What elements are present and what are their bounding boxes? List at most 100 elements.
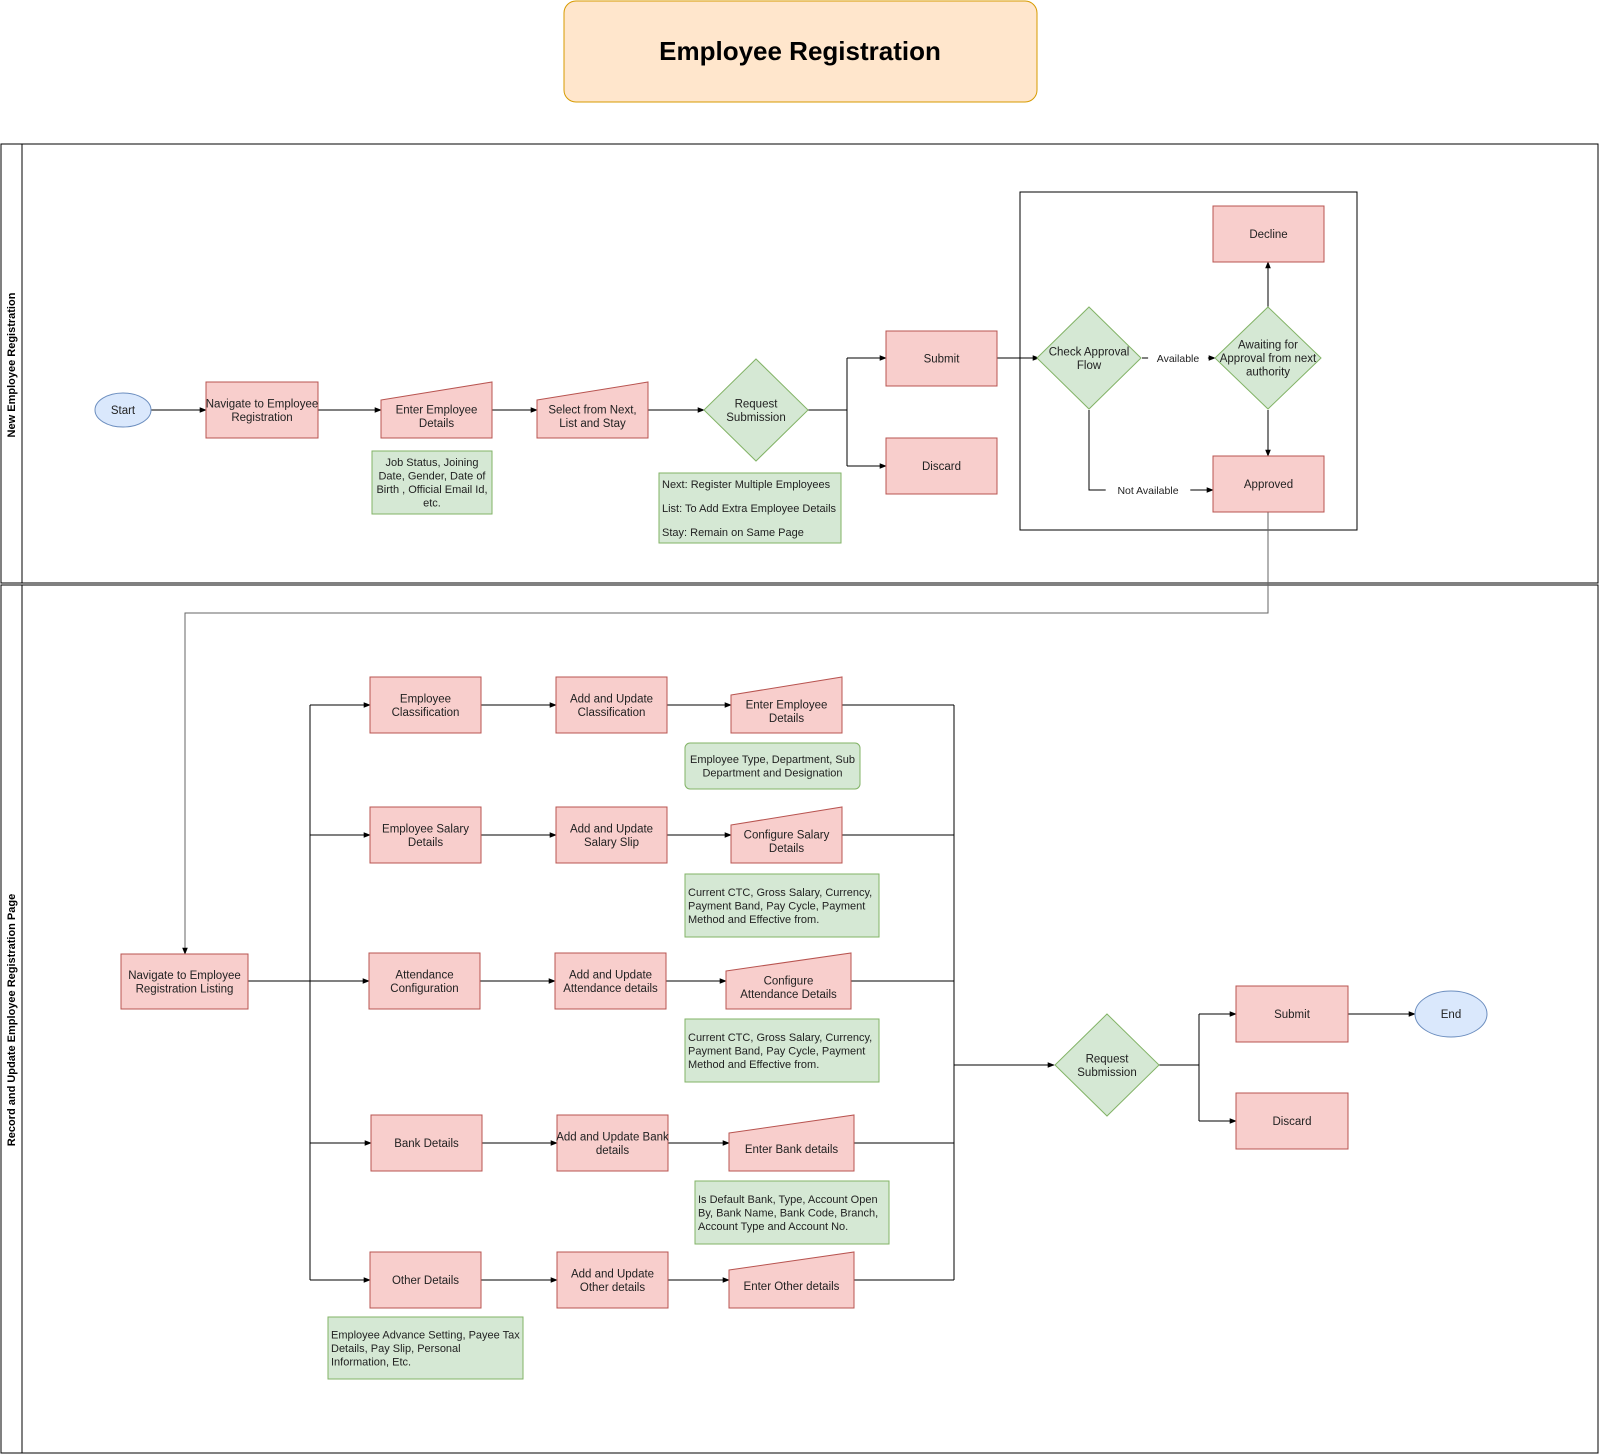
shape-label: Check Approval xyxy=(1049,346,1130,358)
shape-label: Employee Salary xyxy=(382,823,469,835)
shape-label: Flow xyxy=(1077,360,1102,372)
shape-label: Submit xyxy=(924,354,961,366)
shape-label: authority xyxy=(1246,367,1290,379)
lane-label: Record and Update Employee Registration … xyxy=(6,894,18,1146)
shape-label: Current CTC, Gross Salary, Currency, xyxy=(688,887,872,899)
shape-label: Approved xyxy=(1244,479,1293,491)
shape-label: Details xyxy=(769,843,804,855)
shape-label: Birth , Official Email Id, xyxy=(376,484,487,496)
shape-label: Current CTC, Gross Salary, Currency, xyxy=(688,1032,872,1044)
shape-label: List: To Add Extra Employee Details xyxy=(662,503,837,515)
shape-label: Information, Etc. xyxy=(331,1356,411,1368)
shape-label: Account Type and Account No. xyxy=(698,1221,848,1233)
approved-to-listing-connector xyxy=(182,512,1269,955)
shape-label: Payment Band, Pay Cycle, Payment xyxy=(688,900,865,912)
shape-label: Discard xyxy=(1273,1116,1312,1128)
shape-label: Submission xyxy=(726,412,785,424)
shape-label: Is Default Bank, Type, Account Open xyxy=(698,1194,878,1206)
shape-label: Details, Pay Slip, Personal xyxy=(331,1343,461,1355)
shape-label: End xyxy=(1441,1009,1461,1021)
shape-label: Job Status, Joining xyxy=(386,457,479,469)
shape-label: Enter Other details xyxy=(744,1281,840,1293)
classification-details-note: Employee Type, Department, SubDepartment… xyxy=(684,742,861,790)
attendance-details-note: Current CTC, Gross Salary, Currency,Paym… xyxy=(684,1018,880,1083)
shape-label: Method and Effective from. xyxy=(688,1059,819,1071)
section-bank-step: Bank Details xyxy=(370,1114,483,1172)
shape-label: Other details xyxy=(580,1282,645,1294)
decline-step: Decline xyxy=(1212,205,1325,263)
available-label: Available xyxy=(1148,351,1208,365)
shape-label: Approval from next xyxy=(1220,353,1317,365)
discard-step: Discard xyxy=(885,437,998,495)
shape-label: Navigate to Employee xyxy=(206,398,319,410)
shape-label: Awaiting for xyxy=(1238,340,1298,352)
shape-label: Configure Salary xyxy=(744,829,830,841)
shape-label: Enter Employee xyxy=(396,404,478,416)
shape-label: Request xyxy=(1086,1053,1130,1065)
shape-label: Configuration xyxy=(390,983,458,995)
connectors xyxy=(151,261,1416,1283)
shape-label: Attendance Details xyxy=(740,989,837,1001)
shape-label: Department and Designation xyxy=(702,768,842,780)
shape-label: Employee xyxy=(400,693,451,705)
shape-label: Classification xyxy=(392,707,460,719)
shape-label: Details xyxy=(408,837,443,849)
shape-label: Submission xyxy=(1077,1067,1136,1079)
shape-label: Classification xyxy=(578,707,646,719)
shape-label: Employee Advance Setting, Payee Tax xyxy=(331,1329,520,1341)
shape-label: Bank Details xyxy=(394,1138,459,1150)
shape-label: Add and Update xyxy=(570,823,653,835)
shape-label: Payment Band, Pay Cycle, Payment xyxy=(688,1045,865,1057)
shape-label: Configure xyxy=(764,975,814,987)
shape-label: Next: Register Multiple Employees xyxy=(662,479,831,491)
shape-label: Add and Update xyxy=(571,1268,654,1280)
lane-record-update: Record and Update Employee Registration … xyxy=(0,584,1599,1454)
shape-label: details xyxy=(596,1145,629,1157)
other-details-note: Employee Advance Setting, Payee TaxDetai… xyxy=(327,1316,524,1380)
lane-label: New Employee Registration xyxy=(6,292,18,437)
shape-label: Other Details xyxy=(392,1275,459,1287)
start-terminal: Start xyxy=(94,392,152,428)
shape-label: Registration xyxy=(231,412,292,424)
shape-label: Attendance xyxy=(395,969,453,981)
shape-label: List and Stay xyxy=(559,418,626,430)
shape-label: Select from Next, xyxy=(548,404,636,416)
salary-details-note: Current CTC, Gross Salary, Currency,Paym… xyxy=(684,873,880,938)
end-terminal: End xyxy=(1414,990,1488,1038)
shape-label: etc. xyxy=(423,498,441,510)
shape-label: Registration Listing xyxy=(136,983,234,995)
shape-label: Decline xyxy=(1249,229,1287,241)
shape-label: Stay: Remain on Same Page xyxy=(662,527,804,539)
submit-step: Submit xyxy=(885,330,998,387)
input-other-step: Enter Other details xyxy=(728,1251,855,1309)
shape-label: Discard xyxy=(922,461,961,473)
lane-new-employee-registration: New Employee Registration xyxy=(0,143,1599,584)
approved-step: Approved xyxy=(1212,455,1325,513)
shape-label: Add and Update xyxy=(570,693,653,705)
shape-label: Details xyxy=(769,713,804,725)
shape-label: Enter Employee xyxy=(746,699,828,711)
shape-label: Request xyxy=(735,398,779,410)
not-available-label: Not Available xyxy=(1105,483,1191,497)
shape-label: Method and Effective from. xyxy=(688,914,819,926)
shape-label: Date, Gender, Date of xyxy=(378,471,486,483)
select-option-input: Select from Next, List and Stay xyxy=(536,381,649,439)
title-box: Employee Registration xyxy=(563,0,1038,103)
shape-label: Attendance details xyxy=(563,983,658,995)
